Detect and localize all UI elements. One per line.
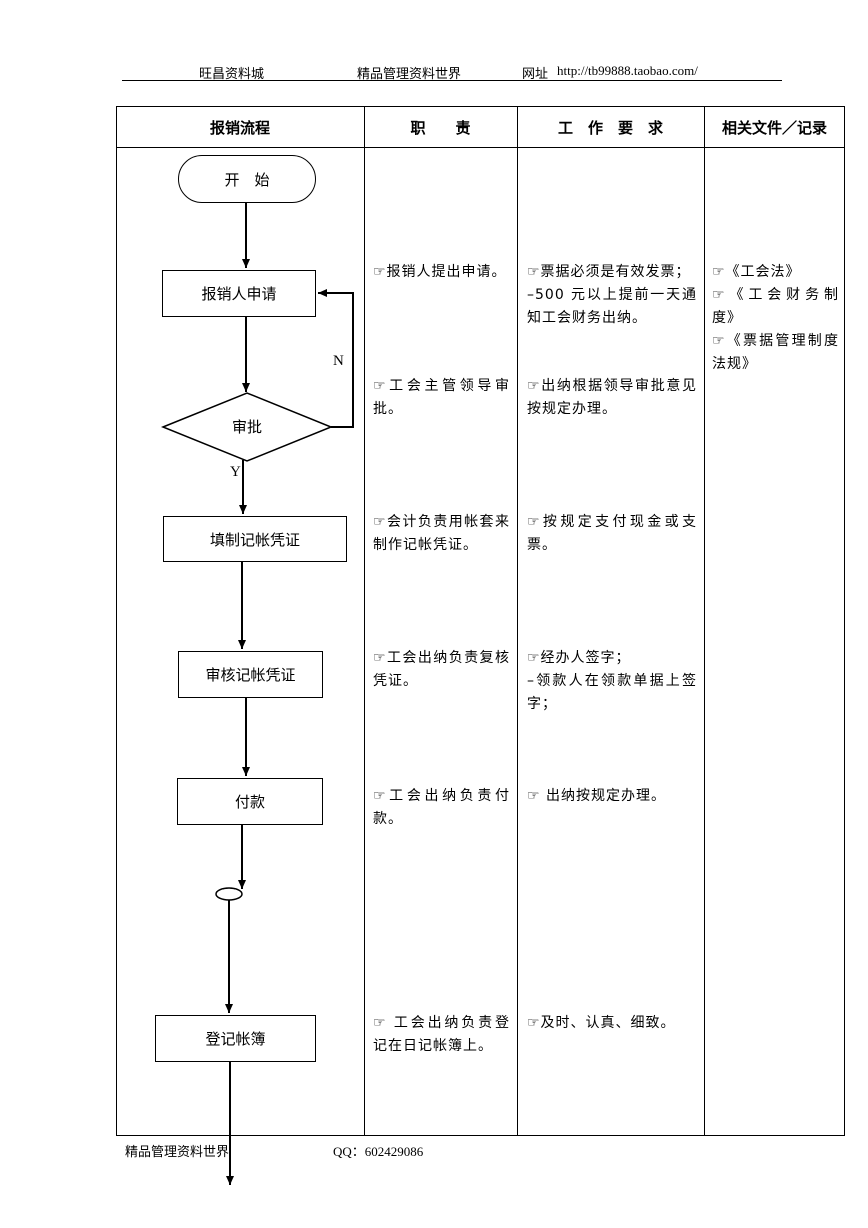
approval-diamond <box>161 392 333 462</box>
header-center: 精品管理资料世界 <box>357 66 462 81</box>
requirement-ledger: ☞及时、认真、细致。 <box>527 1015 676 1031</box>
col-divider-2 <box>517 106 518 1136</box>
duty-voucher: ☞会计负责用帐套来制作记帐凭证。 <box>373 514 510 553</box>
footer-left: 精品管理资料世界 <box>125 1144 230 1159</box>
flow-step-review-voucher: 审核记帐凭证 <box>178 651 323 698</box>
flow-step-ledger: 登记帐簿 <box>155 1015 316 1062</box>
flow-step-approve: 审批 <box>231 417 262 436</box>
flow-yes-label: Y <box>230 464 241 480</box>
header-row-divider <box>116 147 845 148</box>
process-table <box>116 106 845 1136</box>
header-site-url[interactable]: http://tb99888.taobao.com/ <box>557 63 698 78</box>
duty-review: ☞工会出纳负责复核凭证。 <box>373 650 510 689</box>
arrow-reject-loop <box>318 289 354 428</box>
col-header-flow: 报销流程 <box>209 119 270 137</box>
header-left: 旺昌资料城 <box>199 66 265 81</box>
requirement-voucher: ☞按规定支付现金或支票。 <box>527 514 697 553</box>
footer-qq: QQ：602429086 <box>333 1144 424 1159</box>
flow-step-fill-voucher: 填制记帐凭证 <box>163 516 347 562</box>
flow-step-payment: 付款 <box>177 778 323 825</box>
flow-start-terminal: 开 始 <box>178 155 316 203</box>
requirement-approve: ☞出纳根据领导审批意见按规定办理。 <box>527 378 697 417</box>
duty-approve: ☞工会主管领导审批。 <box>373 378 510 417</box>
col-divider-1 <box>364 106 365 1136</box>
col-divider-3 <box>704 106 705 1136</box>
flow-no-label: N <box>333 353 344 369</box>
requirement-payment: ☞ 出纳按规定办理。 <box>527 788 667 804</box>
duty-payment: ☞工会出纳负责付款。 <box>373 788 510 827</box>
col-header-requirement: 工 作 要 求 <box>557 119 663 137</box>
flow-step-apply: 报销人申请 <box>162 270 316 317</box>
requirement-apply: ☞票据必须是有效发票； –500 元以上提前一天通知工会财务出纳。 <box>527 264 697 326</box>
requirement-review: ☞经办人签字； –领款人在领款单据上签字； <box>527 650 697 712</box>
duty-apply: ☞报销人提出申请。 <box>373 264 507 280</box>
col-header-duty: 职 责 <box>410 119 471 137</box>
col-header-docs: 相关文件／记录 <box>721 119 827 137</box>
related-documents: ☞《工会法》 ☞《工会财务制度》 ☞《票据管理制度法规》 <box>712 264 839 372</box>
header-divider <box>122 80 782 81</box>
duty-ledger: ☞ 工会出纳负责登记在日记帐簿上。 <box>373 1015 510 1054</box>
page-connector-circle <box>215 887 243 901</box>
header-site-label: 网址 <box>522 66 549 81</box>
